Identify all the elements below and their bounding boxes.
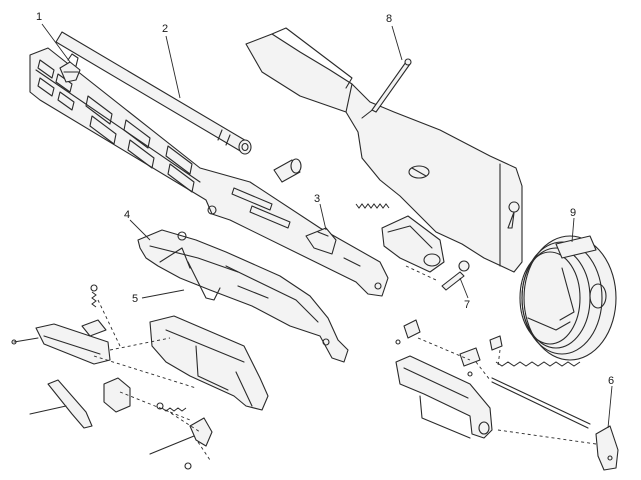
- callout-4: 4: [124, 209, 130, 221]
- leader-lines: [41, 23, 613, 429]
- callout-6: 6: [608, 375, 614, 387]
- assembly-lines: [93, 265, 597, 461]
- buttplate: [595, 425, 619, 471]
- cartridge: [273, 158, 302, 183]
- stock-pin: [371, 58, 412, 113]
- firing-pin: [441, 260, 470, 291]
- barrel-shroud: [29, 47, 389, 297]
- trigger-parts: [29, 377, 213, 470]
- trigger-housing: [149, 315, 269, 411]
- callout-3: 3: [314, 193, 320, 205]
- callout-2: 2: [162, 23, 168, 35]
- bolt-handle: [305, 227, 337, 255]
- sear-parts: [11, 284, 111, 365]
- bolt-body: [355, 203, 445, 273]
- callouts: 1 2 3 4 5 6 7 8 9: [36, 11, 614, 387]
- barrel: [55, 31, 252, 155]
- callout-9: 9: [570, 207, 576, 219]
- callout-8: 8: [386, 13, 392, 25]
- callout-7: 7: [464, 299, 470, 311]
- rear-sight: [59, 53, 81, 83]
- drum-magazine: [519, 235, 617, 361]
- callout-5: 5: [132, 293, 138, 305]
- receiver-frame: [137, 229, 349, 363]
- stock: [245, 27, 523, 273]
- magazine-catch: [395, 319, 591, 439]
- callout-1: 1: [36, 11, 42, 23]
